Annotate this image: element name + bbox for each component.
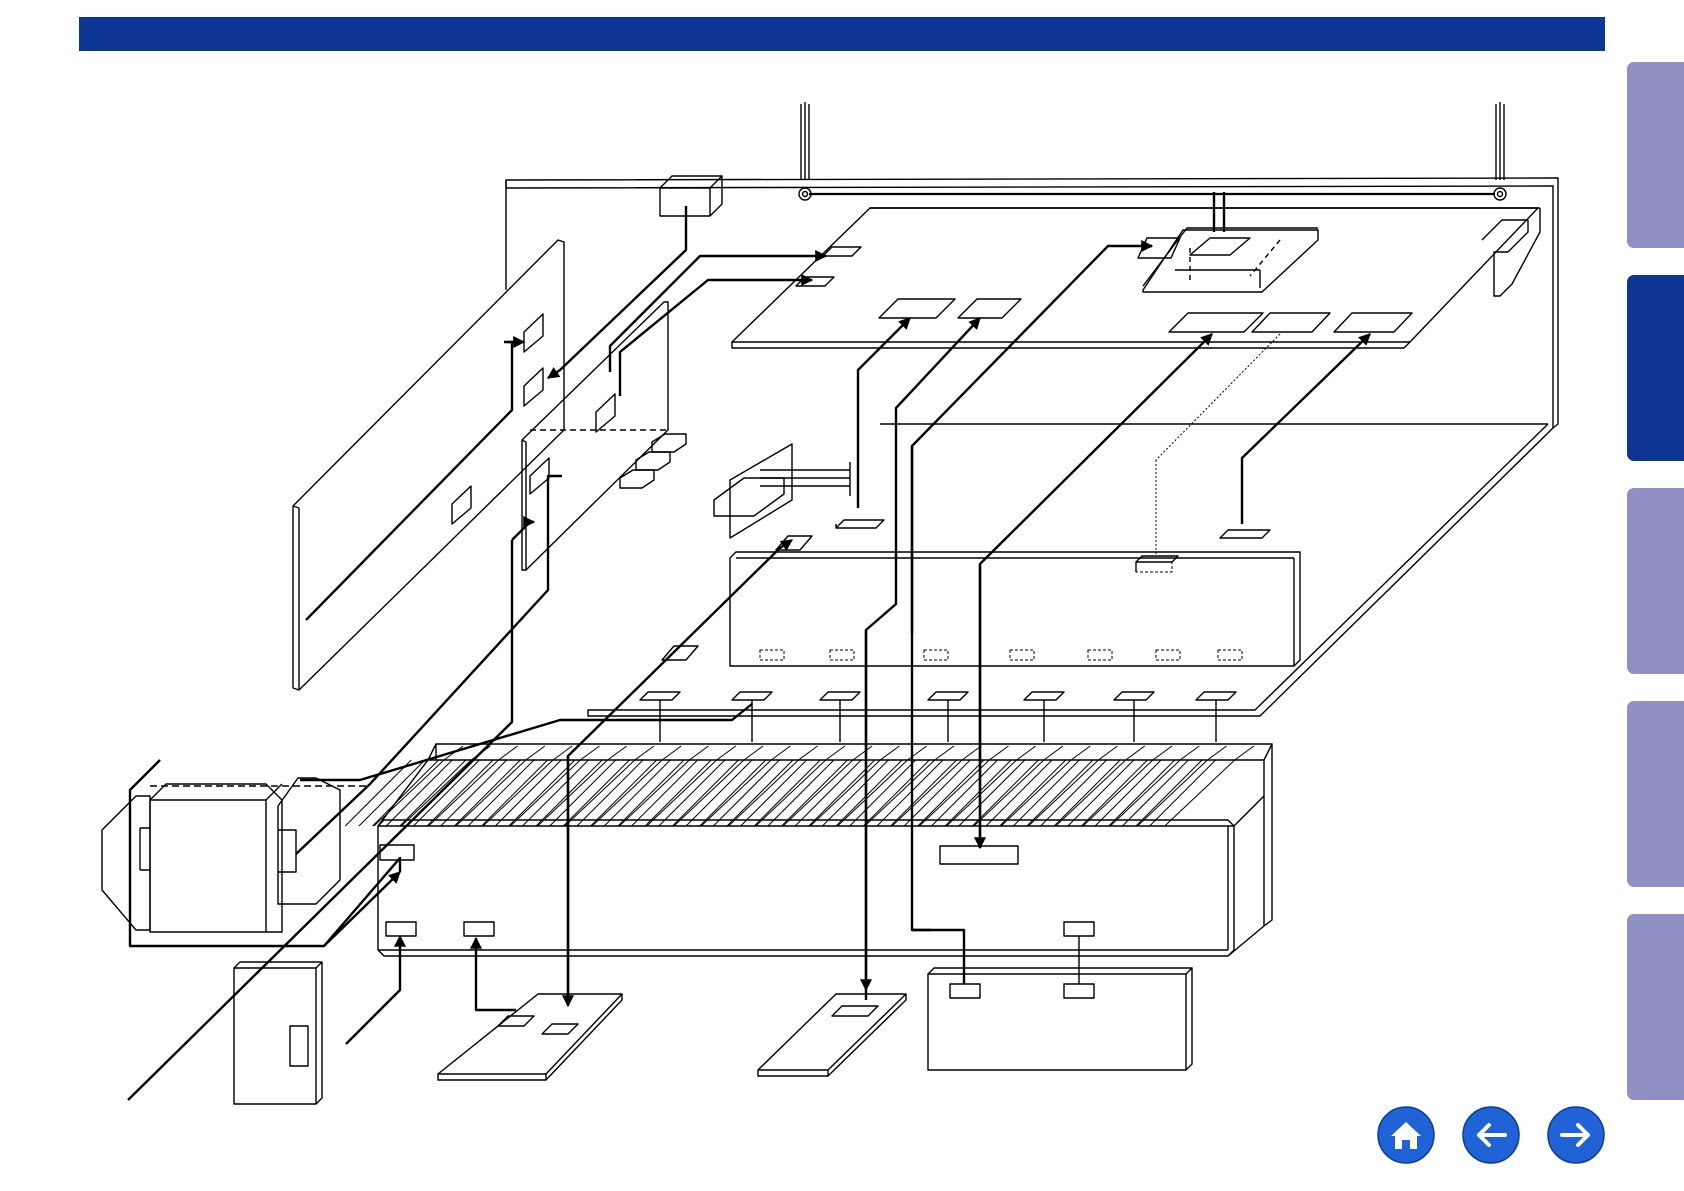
heatsink-hatch bbox=[795, 760, 861, 826]
heatsink-hatch bbox=[1122, 760, 1188, 826]
bottom-board-2 bbox=[438, 994, 622, 1080]
heatsink-fin bbox=[1110, 746, 1199, 826]
heatsink-hatch bbox=[1013, 760, 1079, 826]
front-panel-connectors bbox=[380, 845, 1094, 936]
heatsink-hatch bbox=[523, 760, 589, 826]
power-transformer bbox=[102, 778, 370, 932]
heatsink-fin bbox=[783, 746, 872, 826]
heatsink-hatch bbox=[632, 760, 698, 826]
heatsink-fin bbox=[592, 746, 681, 826]
heatsink-hatch bbox=[1041, 760, 1107, 826]
antenna-right bbox=[1494, 102, 1506, 200]
heatsink-fin bbox=[947, 746, 1036, 826]
heatsink-fin bbox=[538, 746, 627, 826]
heatsink-assembly bbox=[378, 744, 1272, 956]
digital-board bbox=[732, 192, 1540, 348]
heatsink-fin bbox=[429, 746, 518, 826]
heatsink-fin bbox=[1165, 746, 1254, 826]
input-connector-block bbox=[714, 444, 850, 538]
heatsink-hatch bbox=[659, 760, 725, 826]
heatsink-fin bbox=[456, 746, 545, 826]
front-connector-row bbox=[640, 692, 1236, 742]
heatsink-hatch bbox=[959, 760, 1025, 826]
heatsink-hatch bbox=[877, 760, 943, 826]
heatsink-fin bbox=[728, 746, 817, 826]
rear-socket-box bbox=[660, 176, 722, 216]
reference-lines bbox=[1156, 334, 1280, 556]
heatsink-hatch bbox=[1068, 760, 1134, 826]
heatsink-hatch bbox=[1150, 760, 1216, 826]
next-page-button[interactable] bbox=[1547, 1106, 1605, 1164]
heatsink-hatch bbox=[713, 760, 779, 826]
heatsink-hatch bbox=[741, 760, 807, 826]
heatsink-fin bbox=[1083, 746, 1172, 826]
heatsink-hatch bbox=[932, 760, 998, 826]
heatsink-hatch bbox=[904, 760, 970, 826]
heatsink-fin bbox=[674, 746, 763, 826]
heatsink-fin bbox=[647, 746, 736, 826]
heatsink-hatch bbox=[577, 760, 643, 826]
heatsink-fin bbox=[838, 746, 927, 826]
heatsink-hatch bbox=[986, 760, 1052, 826]
heatsink-fin bbox=[810, 746, 899, 826]
heatsink-fin bbox=[974, 746, 1063, 826]
bottom-board-3 bbox=[758, 994, 906, 1076]
heatsink-hatch bbox=[441, 760, 507, 826]
heatsink-hatch bbox=[1095, 760, 1161, 826]
heatsink-fin bbox=[701, 746, 790, 826]
heatsink-fin bbox=[919, 746, 1008, 826]
heatsink-hatch bbox=[468, 760, 534, 826]
heatsink-hatch bbox=[768, 760, 834, 826]
heatsink-fin bbox=[865, 746, 954, 826]
heatsink-fin bbox=[1028, 746, 1117, 826]
heatsink-fin bbox=[1001, 746, 1090, 826]
heatsink-fin bbox=[1137, 746, 1226, 826]
heatsink-hatch bbox=[550, 760, 616, 826]
middle-board bbox=[522, 302, 686, 570]
home-button[interactable] bbox=[1377, 1106, 1435, 1164]
antenna-left bbox=[799, 102, 811, 200]
arrow-right-icon bbox=[1547, 1106, 1605, 1164]
chassis-frame bbox=[506, 178, 1558, 716]
heatsink-fin bbox=[565, 746, 654, 826]
signal-cables bbox=[128, 206, 1370, 1100]
previous-page-button[interactable] bbox=[1462, 1106, 1520, 1164]
heatsink-hatch bbox=[822, 760, 888, 826]
heatsink-hatch bbox=[413, 760, 479, 826]
heatsink-hatch bbox=[495, 760, 561, 826]
heatsink-fin bbox=[1056, 746, 1145, 826]
heatsink-fin bbox=[892, 746, 981, 826]
arrow-left-icon bbox=[1462, 1106, 1520, 1164]
heatsink-hatch bbox=[345, 760, 411, 826]
home-icon bbox=[1377, 1106, 1435, 1164]
heatsink-fins bbox=[345, 746, 1254, 826]
floor-connectors bbox=[662, 520, 1270, 660]
heatsink-fin bbox=[619, 746, 708, 826]
heatsink-fin bbox=[483, 746, 572, 826]
heatsink-fin bbox=[756, 746, 845, 826]
amp-board bbox=[730, 552, 1300, 666]
left-side-board bbox=[293, 240, 564, 690]
heatsink-hatch bbox=[686, 760, 752, 826]
heatsink-hatch bbox=[604, 760, 670, 826]
heatsink-hatch bbox=[850, 760, 916, 826]
heatsink-fin bbox=[510, 746, 599, 826]
